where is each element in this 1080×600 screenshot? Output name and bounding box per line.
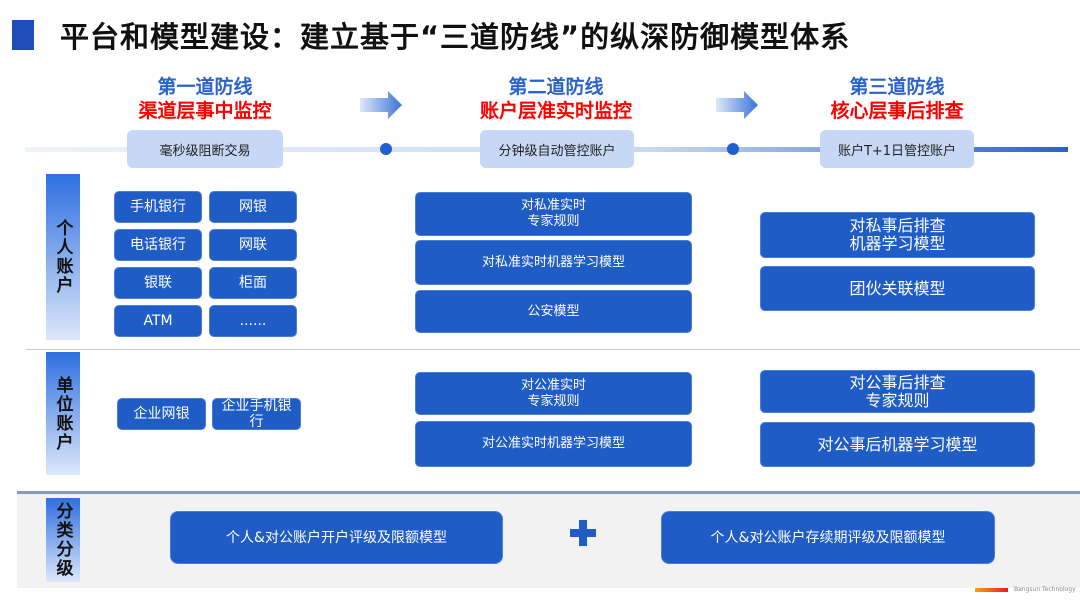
timeline-dot bbox=[727, 143, 739, 155]
stage-3-subtitle: 核心层事后排查 bbox=[830, 100, 964, 122]
title-marker bbox=[12, 20, 34, 50]
opening-rating-limit-model: 个人&对公账户开户评级及限额模型 bbox=[170, 511, 503, 564]
channel-mobile-banking: 手机银行 bbox=[114, 191, 202, 223]
corporate-post-ml-model: 对公事后机器学习模型 bbox=[760, 422, 1035, 467]
stage-2-name: 第二道防线 bbox=[508, 76, 604, 98]
arrow-right-icon bbox=[716, 91, 758, 119]
private-post-ml-model: 对私事后排查 机器学习模型 bbox=[760, 212, 1035, 258]
row-divider bbox=[26, 349, 1080, 350]
stage-1-name: 第一道防线 bbox=[157, 76, 253, 98]
classification-label: 分类分级 bbox=[46, 498, 80, 582]
stage-2-pill: 分钟级自动管控账户 bbox=[480, 130, 634, 168]
stage-3-header: 第三道防线 核心层事后排查 bbox=[777, 75, 1017, 123]
channel-corporate-mobile-banking: 企业手机银行 bbox=[212, 398, 301, 430]
stage-3-pill: 账户T+1日管控账户 bbox=[820, 130, 974, 168]
logo-text: Bangsun Technology bbox=[1014, 586, 1076, 593]
corporate-account-label: 单位账户 bbox=[46, 352, 80, 475]
stage-3-name: 第三道防线 bbox=[849, 76, 945, 98]
channel-corporate-online-banking: 企业网银 bbox=[117, 398, 206, 430]
channel-more: ...... bbox=[209, 305, 297, 337]
channel-counter: 柜面 bbox=[209, 267, 297, 299]
corporate-post-expert-rules: 对公事后排查 专家规则 bbox=[760, 370, 1035, 413]
personal-account-label: 个人账户 bbox=[46, 174, 80, 340]
channel-netsunion: 网联 bbox=[209, 229, 297, 261]
channel-phone-banking: 电话银行 bbox=[114, 229, 202, 261]
plus-icon bbox=[570, 520, 596, 546]
channel-unionpay: 银联 bbox=[114, 267, 202, 299]
stage-1-header: 第一道防线 渠道层事中监控 bbox=[85, 75, 325, 123]
logo-bar bbox=[975, 587, 1008, 592]
stage-2-header: 第二道防线 账户层准实时监控 bbox=[436, 75, 676, 123]
private-realtime-expert-rules: 对私准实时 专家规则 bbox=[415, 192, 692, 236]
arrow-right-icon bbox=[360, 91, 402, 119]
stage-1-pill: 毫秒级阻断交易 bbox=[127, 130, 283, 168]
channel-atm: ATM bbox=[114, 305, 202, 337]
timeline-dot bbox=[380, 143, 392, 155]
gang-association-model: 团伙关联模型 bbox=[760, 266, 1035, 311]
private-realtime-ml-model: 对私准实时机器学习模型 bbox=[415, 240, 692, 285]
page-title: 平台和模型建设：建立基于“三道防线”的纵深防御模型体系 bbox=[60, 20, 851, 54]
corporate-realtime-expert-rules: 对公准实时 专家规则 bbox=[415, 372, 692, 415]
stage-2-subtitle: 账户层准实时监控 bbox=[479, 100, 632, 122]
police-model: 公安模型 bbox=[415, 290, 692, 333]
duration-rating-limit-model: 个人&对公账户存续期评级及限额模型 bbox=[661, 511, 995, 564]
company-logo: Bangsun Technology bbox=[975, 586, 1076, 593]
corporate-realtime-ml-model: 对公准实时机器学习模型 bbox=[415, 421, 692, 467]
channel-online-banking: 网银 bbox=[209, 191, 297, 223]
stage-1-subtitle: 渠道层事中监控 bbox=[138, 100, 272, 122]
